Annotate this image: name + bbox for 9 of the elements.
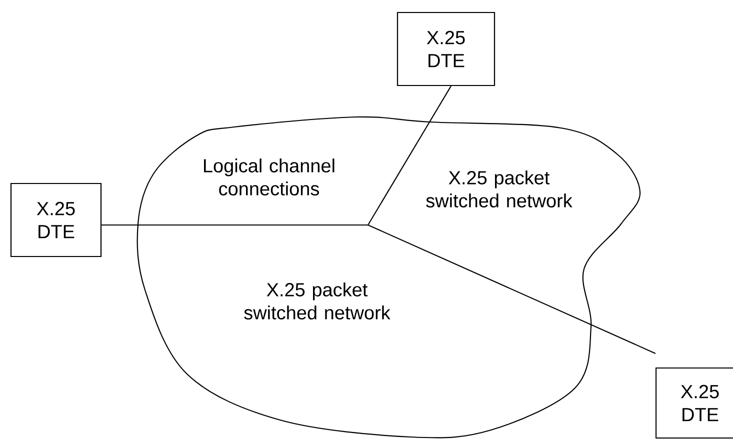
channel-label: Logical channel connections — [204, 158, 334, 196]
network-label: X.25 packet switched network — [244, 282, 390, 320]
terminal-box: X.25 DTE — [655, 367, 733, 439]
network-label: X.25 packet switched network — [426, 170, 572, 208]
terminal-box: X.25 DTE — [396, 12, 496, 86]
connection-line — [102, 224, 368, 226]
connection-line — [368, 224, 656, 354]
connection-line — [368, 86, 452, 226]
terminal-box: X.25 DTE — [10, 182, 102, 258]
